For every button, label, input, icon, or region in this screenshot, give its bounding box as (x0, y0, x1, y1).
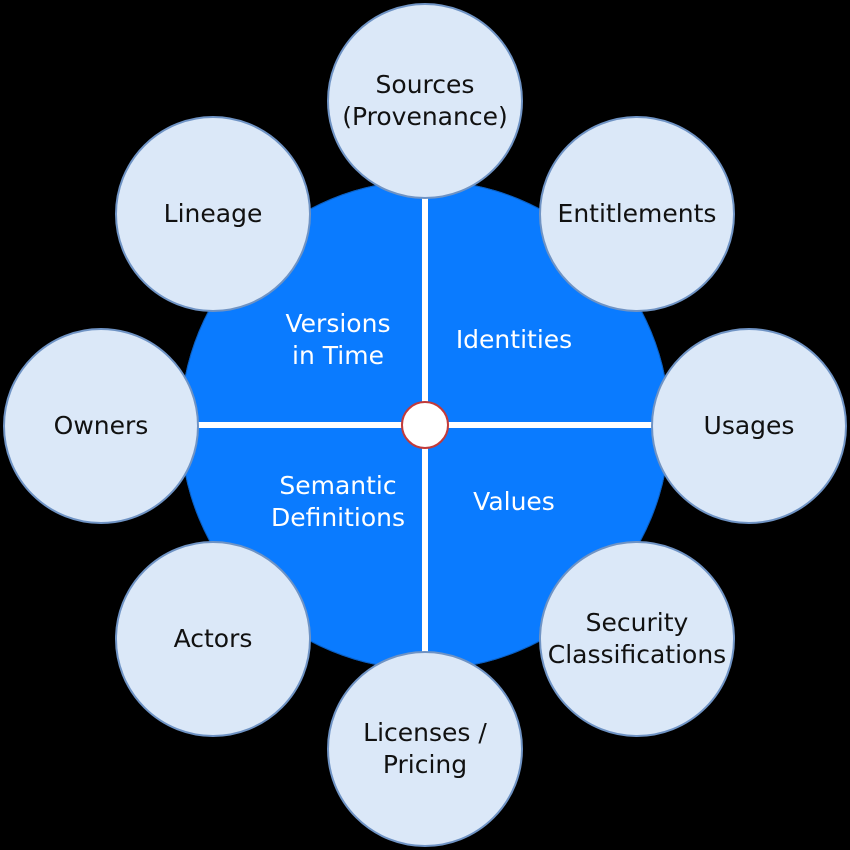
satellite-label-security-classifications: Security Classifications (547, 608, 727, 669)
center-node (401, 401, 449, 449)
quadrant-label-identities: Identities (455, 325, 573, 354)
quadrant-label-values: Values (473, 487, 555, 516)
satellite-owners: Owners (3, 328, 199, 524)
satellite-label-lineage: Lineage (163, 199, 263, 228)
satellite-lineage: Lineage (115, 116, 311, 312)
satellite-label-licenses-pricing: Licenses / Pricing (363, 718, 487, 779)
satellite-licenses-pricing: Licenses / Pricing (327, 651, 523, 847)
satellite-usages: Usages (651, 328, 847, 524)
quadrant-label-semantic-definitions: Semantic Definitions (270, 471, 406, 532)
satellite-label-actors: Actors (173, 624, 253, 653)
satellite-label-owners: Owners (53, 411, 149, 440)
satellite-security-classifications: Security Classifications (539, 541, 735, 737)
satellite-label-sources: Sources (Provenance) (342, 70, 508, 131)
satellite-entitlements: Entitlements (539, 116, 735, 312)
satellite-label-entitlements: Entitlements (557, 199, 717, 228)
satellite-label-usages: Usages (703, 411, 795, 440)
satellite-actors: Actors (115, 541, 311, 737)
satellite-sources: Sources (Provenance) (327, 3, 523, 199)
quadrant-label-versions: Versions in Time (285, 309, 391, 370)
